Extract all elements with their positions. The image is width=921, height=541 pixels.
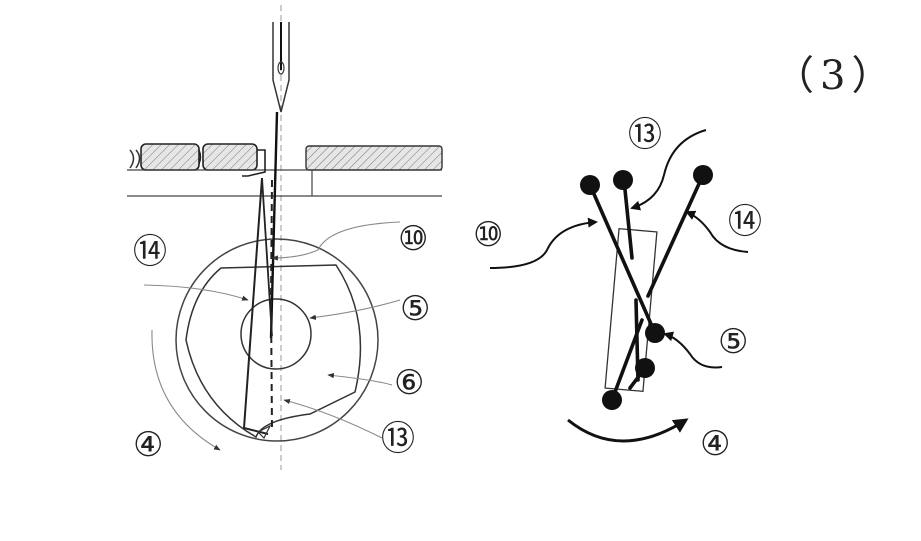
bobbin-rectangle (604, 227, 658, 393)
right-label-4: ④ (700, 424, 731, 464)
right-schematic-view (489, 129, 749, 443)
left-label-13: ⑬ (381, 419, 415, 459)
right-label-13: ⑬ (628, 115, 662, 155)
left-label-14: ⑭ (133, 232, 167, 272)
left-label-6: ⑥ (394, 363, 425, 403)
right-label-5: ⑤ (718, 322, 749, 362)
thread-nodes (580, 165, 713, 410)
leader-lines (143, 221, 401, 451)
schematic-arrows (489, 129, 749, 443)
figure-label: （3） (774, 53, 898, 99)
needle-plate (127, 143, 443, 197)
rotary-hook (175, 238, 379, 442)
needle (272, 5, 290, 470)
left-label-5: ⑤ (400, 289, 431, 329)
right-label-14: ⑭ (728, 202, 762, 242)
right-label-10: ⑩ (473, 215, 504, 255)
left-label-4: ④ (133, 425, 164, 465)
thread-loop (242, 111, 279, 440)
left-label-10: ⑩ (398, 219, 429, 259)
left-mechanism-view (127, 5, 443, 470)
